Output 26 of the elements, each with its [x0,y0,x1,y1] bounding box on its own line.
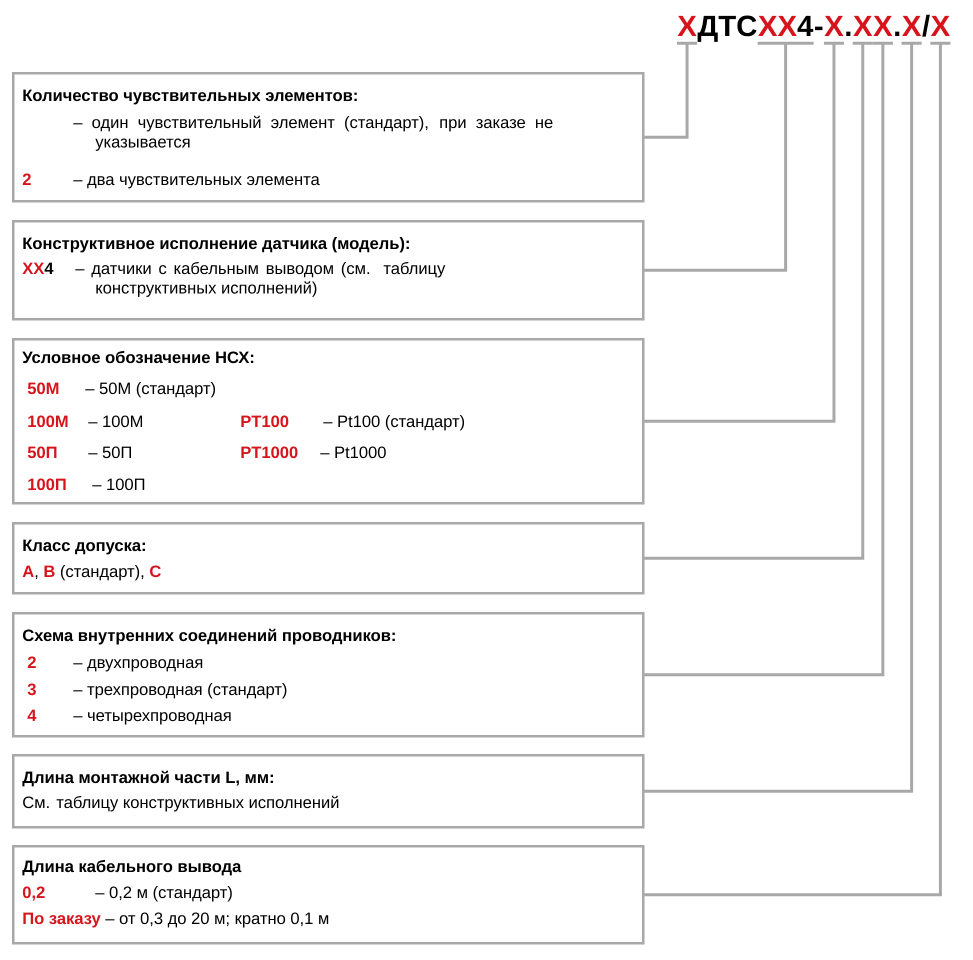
code-segment: X [824,16,844,45]
code-segment: XX4 [758,16,814,45]
code-character: / [922,14,930,37]
spec-box: Длина монтажной части L, мм: См. таблицу конструктивных исполнений [12,754,645,829]
spec-box: Конструктивное исполнение датчика (модель): XX4 – датчики с кабельным выводом (см. таблицу конструктивных исполнений) [12,220,645,320]
leader-line [644,43,914,793]
spec-box: Условное обозначение НСХ: 50М – 50М (стандарт) 100М – 100М PT100 – Pt100 (стандарт) 50П – 50П PT1000 – Pt1000 100П – 100П [12,338,645,505]
spec-box: Класс допуска: A, B (стандарт), C [12,522,645,595]
code-segment: X [852,16,873,45]
leader-line [644,43,689,139]
code-character: . [846,32,850,36]
leader-line [644,43,942,896]
code-segment: X [902,16,922,45]
leader-line [644,43,788,272]
leader-line [644,43,864,560]
code-segment: Х [677,16,698,45]
leader-line [644,43,884,676]
code-segment: X [872,16,893,45]
code-character: - [815,26,822,30]
code-segment: X [930,16,950,45]
spec-box: Схема внутренних соединений проводников: 2 – двухпроводная 3 – трехпроводная (стандарт) 4 – четырехпроводная [12,612,645,738]
spec-box: Количество чувствительных элементов: – один чувствительный элемент (стандарт), при заказе не указывается 2 – два чувствительных элемента [12,72,645,202]
code-character: ДТС [698,16,757,42]
code-character: . [895,32,900,36]
leader-line [644,43,836,423]
spec-box: Длина кабельного вывода 0,2 – 0,2 м (стандарт) По заказу – от 0,3 до 20 м; кратно 0,1 м [12,845,645,945]
